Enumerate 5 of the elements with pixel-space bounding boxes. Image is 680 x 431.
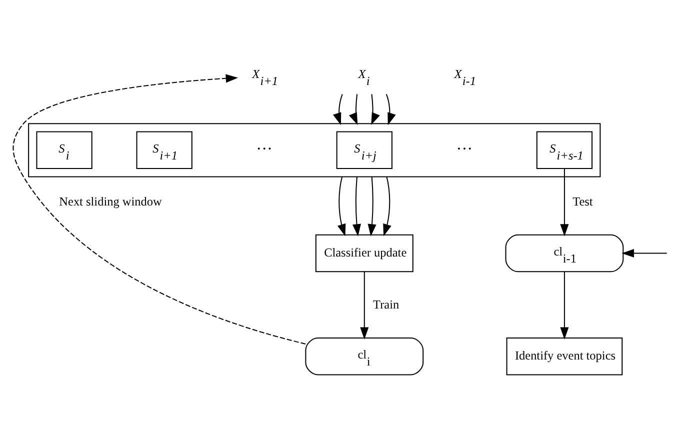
label: ···: [256, 138, 272, 158]
edge-label: Train: [372, 296, 399, 311]
edge-label: Next sliding window: [58, 194, 162, 208]
edge-label: Test: [572, 194, 592, 208]
label: ···: [456, 138, 472, 158]
